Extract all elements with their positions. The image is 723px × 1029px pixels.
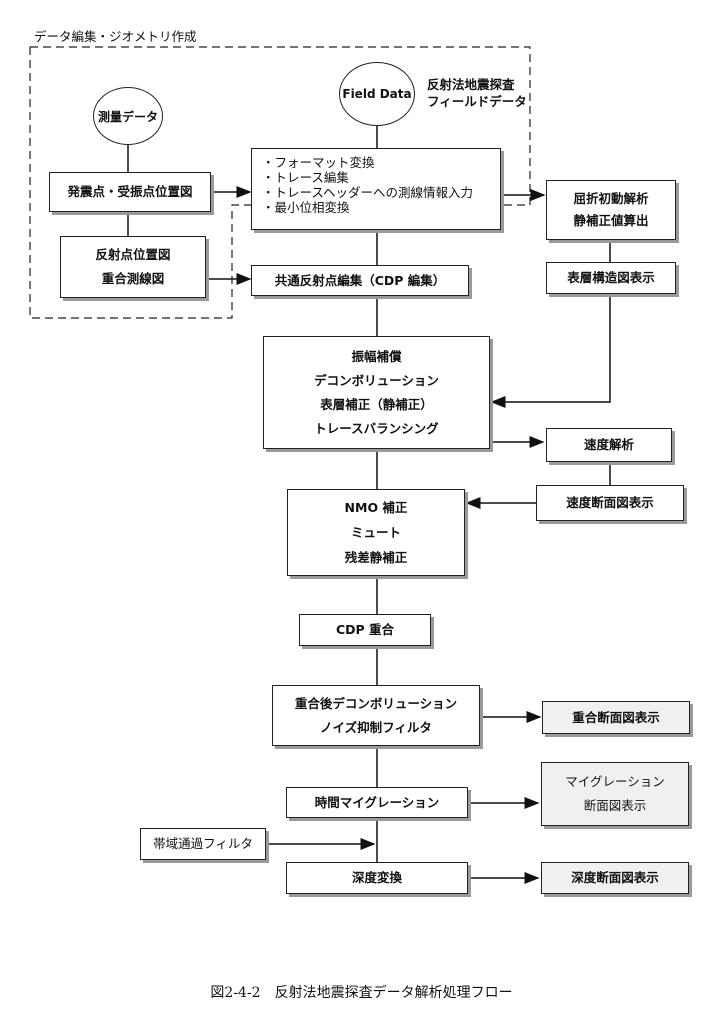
refraction-analysis-box: 屈折初動解析 静補正値算出 <box>546 180 676 240</box>
survey-data-circle: 測量データ <box>93 87 163 145</box>
box-label: 屈折初動解析 <box>573 191 649 206</box>
field-data-circle: Field Data <box>339 62 415 126</box>
box-label: 速度断面図表示 <box>566 495 654 511</box>
figure-caption: 図2-4-2 反射法地震探査データ解析処理フロー <box>210 985 513 1001</box>
bandpass-filter-box: 帯域通過フィルタ <box>140 828 266 860</box>
time-migration-box: 時間マイグレーション <box>286 787 468 818</box>
surface-structure-box: 表層構造図表示 <box>546 262 676 294</box>
stack-section-box: 重合断面図表示 <box>542 701 690 734</box>
box-label: 断面図表示 <box>583 798 647 813</box>
box-label: 表層補正（静補正） <box>320 396 433 412</box>
box-label: 共通反射点編集（CDP 編集） <box>274 272 446 288</box>
box-label: 重合測線図 <box>101 271 165 286</box>
cdp-stack-box: CDP 重合 <box>299 614 431 646</box>
box-label: トレースバランシング <box>314 420 439 436</box>
box-label: ノイズ抑制フィルタ <box>320 719 432 735</box>
nmo-processing-box: NMO 補正 ミュート 残差静補正 <box>287 489 465 576</box>
depth-conversion-box: 深度変換 <box>286 862 468 894</box>
box-label: 速度解析 <box>583 437 634 453</box>
operation-item: ・フォーマット変換 <box>262 155 375 170</box>
dashed-region-label: データ編集・ジオメトリ作成 <box>34 29 197 44</box>
box-label: 発震点・受振点位置図 <box>67 184 193 200</box>
box-label: 深度断面図表示 <box>571 870 659 886</box>
box-label: 深度変換 <box>351 870 402 886</box>
velocity-analysis-box: 速度解析 <box>546 428 672 462</box>
box-label: 静補正値算出 <box>573 213 649 228</box>
box-label: CDP 重合 <box>335 622 395 638</box>
box-label: 振幅補償 <box>351 348 402 364</box>
field-note: 反射法地震探査 フィールドデータ <box>427 76 527 110</box>
post-stack-box: 重合後デコンボリューション ノイズ抑制フィルタ <box>272 685 480 746</box>
operation-item: ・トレースヘッダーへの測線情報入力 <box>262 185 474 200</box>
arrow-surface-to-amplitude <box>490 294 611 408</box>
format-operations-box: ・フォーマット変換 ・トレース編集 ・トレースヘッダーへの測線情報入力 ・最小位… <box>251 148 501 230</box>
box-label: 重合後デコンボリューション <box>294 695 458 711</box>
box-label: 反射点位置図 <box>95 247 171 262</box>
velocity-section-box: 速度断面図表示 <box>536 485 684 521</box>
dashed-region-border <box>29 46 531 319</box>
box-label: 残差静補正 <box>344 550 408 565</box>
migration-section-box: マイグレーション 断面図表示 <box>541 762 689 826</box>
box-label: 表層構造図表示 <box>567 270 655 286</box>
field-note-line: フィールドデータ <box>427 94 527 109</box>
box-label: 重合断面図表示 <box>572 709 660 725</box>
amplitude-processing-box: 振幅補償 デコンボリューション 表層補正（静補正） トレースバランシング <box>263 336 490 449</box>
field-note-line: 反射法地震探査 <box>427 77 515 92</box>
cdp-edit-box: 共通反射点編集（CDP 編集） <box>251 265 469 296</box>
box-label: ミュート <box>350 525 401 540</box>
depth-section-box: 深度断面図表示 <box>541 862 689 894</box>
box-label: デコンボリューション <box>314 372 439 388</box>
box-label: 時間マイグレーション <box>314 794 440 810</box>
box-label: NMO 補正 <box>344 500 408 515</box>
operation-item: ・最小位相変換 <box>262 200 350 215</box>
reflection-point-map-box: 反射点位置図 重合測線図 <box>60 236 206 298</box>
field-data-label: Field Data <box>342 87 412 101</box>
operation-item: ・トレース編集 <box>262 170 349 185</box>
survey-data-label: 測量データ <box>97 109 158 124</box>
shot-receiver-map-box: 発震点・受振点位置図 <box>49 172 211 212</box>
box-label: 帯域通過フィルタ <box>153 836 253 852</box>
box-label: マイグレーション <box>565 774 665 789</box>
